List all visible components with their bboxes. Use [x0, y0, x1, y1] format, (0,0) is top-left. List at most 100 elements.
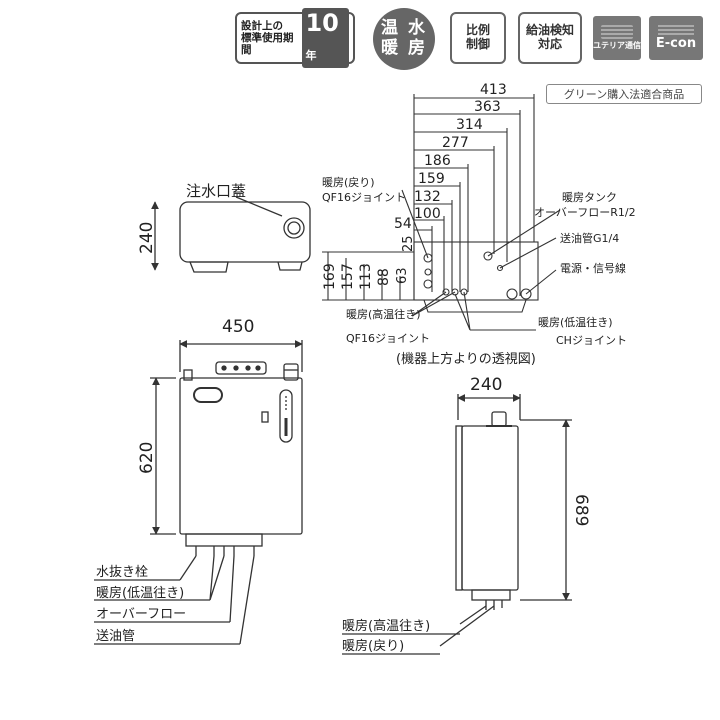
return-leader: [401, 189, 429, 259]
heat-badge-bottom: 暖 房: [381, 38, 427, 58]
lifespan-years-box: 10年: [302, 8, 349, 68]
power-port: [520, 288, 532, 300]
side-high-leader: [459, 605, 487, 625]
dim-157: 157: [340, 263, 356, 290]
lifespan-line2: 標準使用期間: [241, 31, 294, 57]
dim-54: 54: [394, 216, 412, 232]
label-low-front: 暖房(低温往き): [96, 585, 184, 601]
dim-100: 100: [414, 206, 441, 222]
econ-label: E-con: [655, 35, 697, 51]
overhead-body: [413, 241, 539, 301]
water-inlet-cap: [283, 217, 305, 239]
front-gauge: [279, 389, 293, 443]
low-leader-front: [209, 555, 225, 601]
label-hot-high: 暖房(高温往き): [346, 307, 421, 321]
prop-line2: 制御: [465, 37, 490, 51]
top-fitting-left: [183, 369, 193, 381]
inlet-leader: [235, 196, 283, 217]
dim-413: 413: [480, 82, 507, 98]
low-leader: [454, 291, 536, 331]
communication-label: ユテリア通信: [593, 41, 641, 51]
dim-186: 186: [424, 153, 451, 169]
econ-badge: E-con: [649, 16, 703, 60]
label-ch-joint: CHジョイント: [556, 334, 627, 347]
check-line2: 対応: [537, 37, 562, 51]
green-purchase-label: グリーン購入法適合商品: [546, 84, 702, 104]
side-body: [461, 425, 519, 591]
label-low: 暖房(低温往き): [538, 315, 613, 329]
dim-277: 277: [442, 135, 469, 151]
feature-badges: 設計上の 標準使用期間 10年 温 水 暖 房 比例 制御 給油検知 対応 ユテ…: [235, 8, 705, 70]
check-line1: 給油検知: [525, 23, 574, 38]
hot-port: [442, 288, 450, 296]
label-return-joint: QF16ジョイント: [322, 191, 406, 204]
top-view: [151, 196, 311, 273]
return-port: [423, 253, 433, 263]
port: [424, 268, 432, 276]
dim-314: 314: [456, 117, 483, 133]
front-view: [94, 340, 303, 645]
screw: [233, 365, 239, 371]
label-return: 暖房(戻り): [322, 176, 375, 189]
side-wall-bracket: [455, 425, 463, 591]
oil-leader-front: [239, 555, 255, 645]
front-width-value: 450: [222, 317, 254, 337]
power-port: [506, 288, 518, 300]
dim-63: 63: [395, 267, 410, 284]
hot-high-leader: [411, 291, 456, 317]
label-hot-high-joint: QF16ジョイント: [346, 332, 430, 345]
dim-159: 159: [418, 171, 445, 187]
screw: [221, 365, 227, 371]
tank-leader: [487, 209, 561, 257]
overhead-base: [423, 299, 527, 313]
label-oil-pipe: 送油管G1/4: [560, 231, 619, 245]
oil-leader: [499, 237, 557, 269]
dim-169: 169: [322, 263, 338, 290]
prop-line1: 比例: [465, 23, 490, 38]
tank-port: [483, 251, 493, 261]
screw: [245, 365, 251, 371]
label-side-high: 暖房(高温往き): [342, 618, 430, 634]
lifespan-badge: 設計上の 標準使用期間 10年: [235, 8, 355, 68]
label-side-return: 暖房(戻り): [342, 638, 404, 654]
label-overflow: オーバーフローR1/2: [534, 206, 636, 219]
drain-leader: [179, 555, 197, 581]
front-bottom-fittings: [185, 533, 263, 547]
side-view: [342, 394, 572, 655]
proportional-control-badge: 比例 制御: [450, 12, 506, 64]
overflow-leader: [229, 555, 235, 623]
water-inlet-cap-inner: [287, 221, 301, 235]
dim-132: 132: [414, 189, 441, 205]
label-oil-front: 送油管: [96, 629, 135, 644]
overhead-caption: (機器上方よりの透視図): [396, 351, 536, 367]
top-view-body: [179, 201, 311, 263]
label-tank: 暖房タンク: [562, 191, 617, 204]
front-top-bracket: [215, 361, 267, 375]
front-handle: [193, 387, 223, 403]
bottom-pipes: [195, 546, 255, 556]
side-bottom-fittings: [471, 589, 511, 601]
hot-water-heating-badge: 温 水 暖 房: [373, 8, 435, 70]
heat-badge-top: 温 水: [381, 18, 427, 39]
water-inlet-cover-label: 注水口蓋: [186, 182, 246, 200]
dim-363: 363: [474, 99, 501, 115]
side-depth-value: 240: [470, 375, 502, 395]
lifespan-line1: 設計上の: [241, 19, 283, 32]
side-flue: [491, 411, 507, 427]
wave-icon: [601, 25, 633, 40]
side-height-value: 689: [571, 494, 591, 526]
power-leader: [525, 269, 557, 295]
overhead-view: [322, 94, 561, 331]
front-height-value: 620: [137, 442, 157, 474]
wave-icon: [658, 24, 694, 35]
lifespan-unit: 年: [305, 49, 317, 62]
dim-25: 25: [401, 235, 416, 252]
label-power: 電源・信号線: [560, 261, 626, 275]
side-return-leader: [439, 605, 495, 647]
communication-badge: ユテリア通信: [593, 16, 641, 60]
top-view-feet: [189, 261, 303, 273]
top-depth-value: 240: [137, 222, 157, 254]
screw: [255, 365, 261, 371]
oil-detection-badge: 給油検知 対応: [518, 12, 582, 64]
